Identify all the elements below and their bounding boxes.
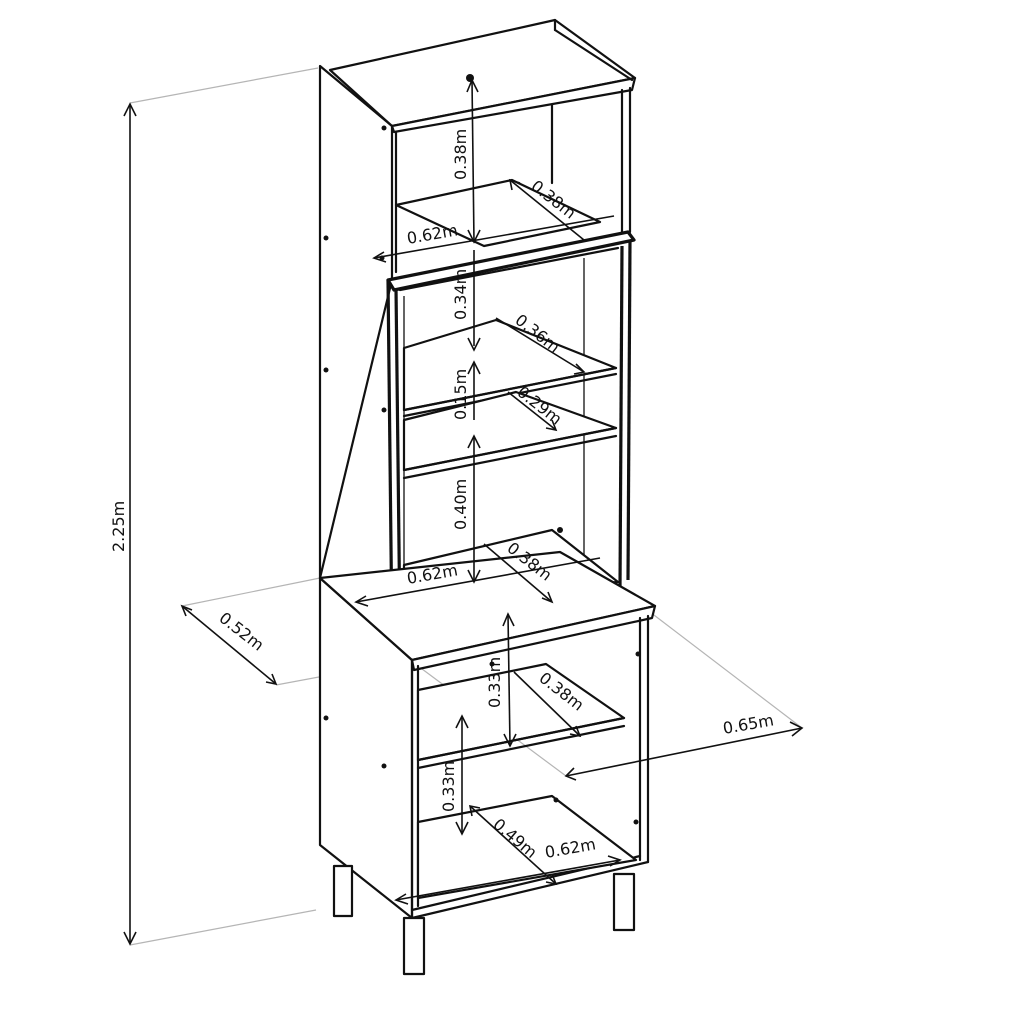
lower-upper-height-label: 0.33m (485, 657, 504, 708)
overall-height-label: 2.25m (109, 501, 128, 552)
base-width-label: 0.65m (721, 710, 775, 738)
upper-cabinet-height-label: 0.34m (451, 269, 470, 320)
microwave-niche-height-label: 0.40m (451, 479, 470, 530)
cabinet-body (318, 18, 657, 976)
top-shelf-height-label: 0.38m (451, 129, 470, 180)
dimension-lines (123, 78, 804, 946)
small-gap-height-label: 0.15m (451, 369, 470, 420)
lower-bottom-height-label: 0.33m (439, 761, 458, 812)
base-depth-label: 0.52m (216, 608, 268, 655)
